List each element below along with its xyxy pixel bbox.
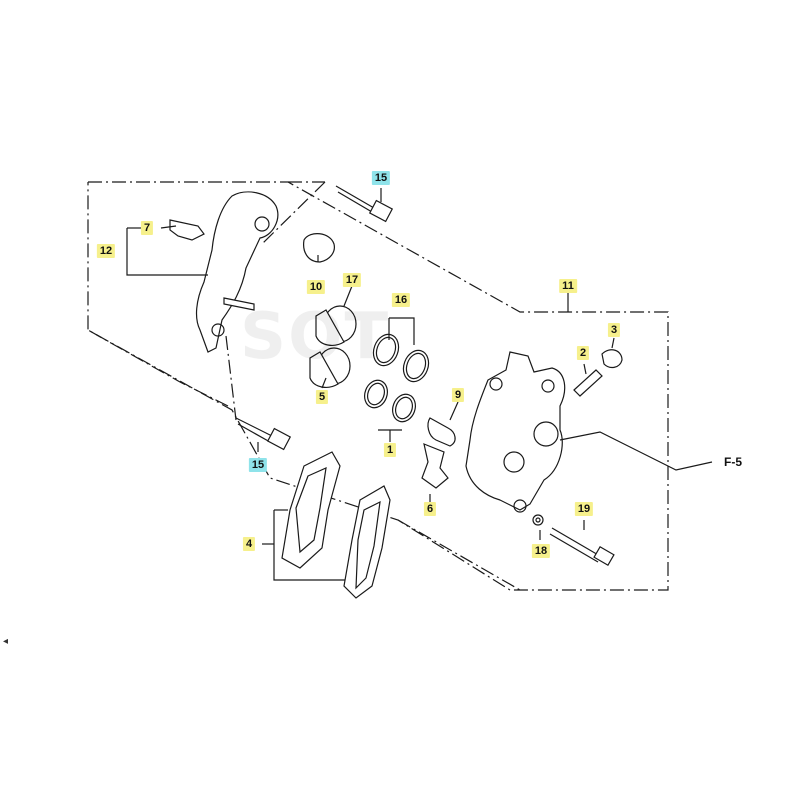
seal-4 [392, 393, 416, 423]
callout-11[interactable]: 11 [559, 279, 577, 293]
edge-mark: ◂ [3, 636, 9, 647]
slide-pin [427, 417, 456, 447]
bolt-top [335, 185, 394, 223]
callout-2[interactable]: 2 [576, 346, 590, 360]
reference-label-f5[interactable]: F-5 [724, 455, 742, 469]
caliper-body [465, 351, 566, 511]
callout-3[interactable]: 3 [607, 323, 621, 337]
callout-5[interactable]: 5 [315, 390, 329, 404]
callout-7[interactable]: 7 [140, 221, 154, 235]
callout-15-bottom[interactable]: 15 [248, 458, 268, 472]
bolt-bottom [235, 417, 292, 451]
callout-15-top[interactable]: 15 [371, 171, 391, 185]
callout-10[interactable]: 10 [306, 280, 326, 294]
bleeder-valve [573, 369, 603, 397]
group-outline-inner [87, 329, 229, 407]
seal-3 [364, 379, 388, 409]
callout-9[interactable]: 9 [451, 388, 465, 402]
watermark: SOT [240, 300, 391, 374]
seal-1 [372, 333, 400, 367]
piston-lower [309, 347, 351, 388]
piston-upper [315, 305, 357, 346]
brake-pad-front [281, 451, 341, 569]
hanger-pin [549, 527, 615, 567]
callout-19[interactable]: 19 [574, 502, 594, 516]
callout-1[interactable]: 1 [383, 443, 397, 457]
callout-16[interactable]: 16 [391, 293, 411, 307]
caliper-bracket [195, 191, 279, 353]
callout-18[interactable]: 18 [531, 544, 551, 558]
callout-17[interactable]: 17 [342, 273, 362, 287]
pin-boot [303, 233, 335, 263]
pad-spring [421, 443, 449, 489]
washer [532, 514, 544, 526]
brake-pad-rear [343, 485, 391, 599]
seal-2 [402, 349, 430, 383]
pad-clip [169, 219, 205, 241]
callout-12[interactable]: 12 [96, 244, 116, 258]
bleeder-cap [601, 349, 623, 369]
callout-6[interactable]: 6 [423, 502, 437, 516]
callout-4[interactable]: 4 [242, 537, 256, 551]
